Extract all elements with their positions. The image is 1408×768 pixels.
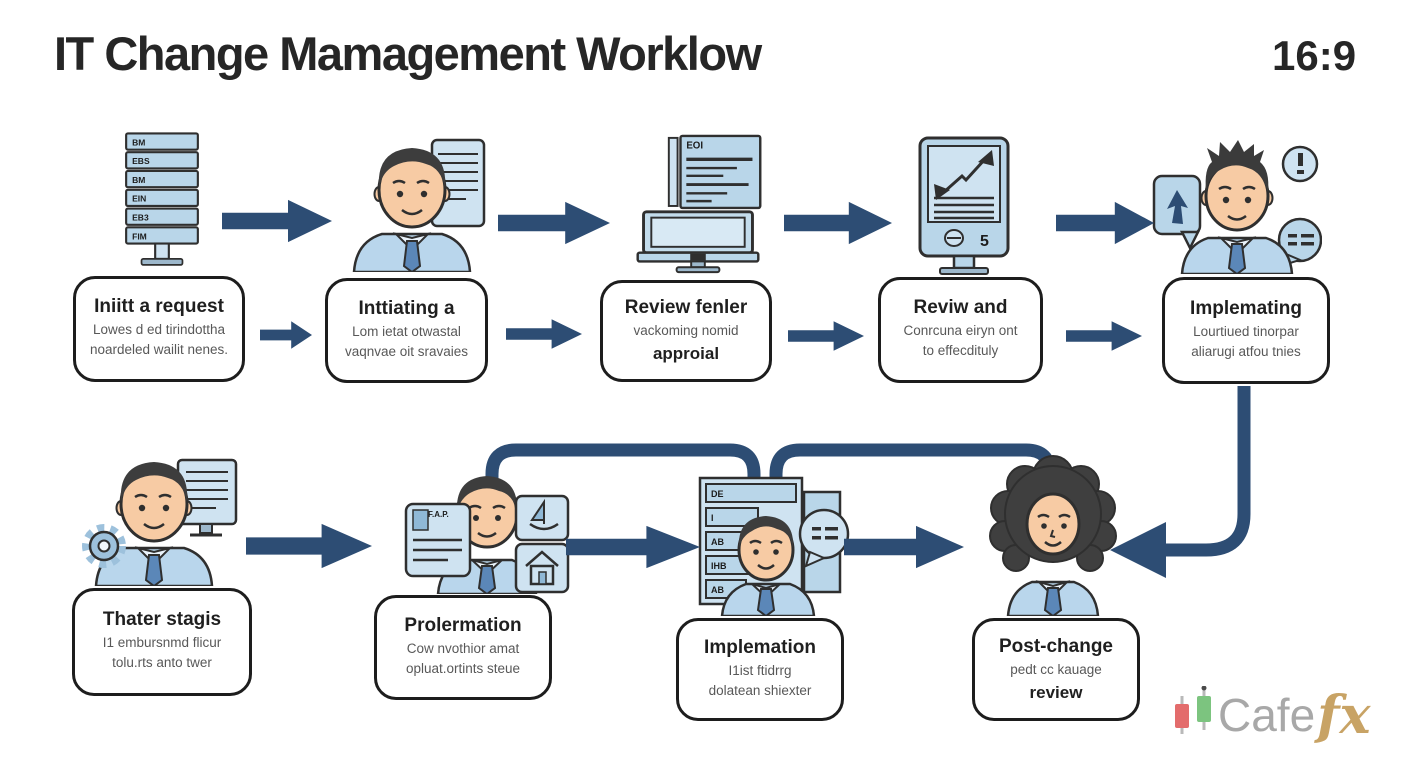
svg-text:BM: BM (132, 137, 145, 147)
server-stack-icon: BM EBS BM EIN EB3 FIM (106, 130, 218, 270)
stage-title: Iniitt a request (94, 296, 224, 318)
svg-text:EOI: EOI (686, 141, 703, 152)
person-with-server-rack-icon: DE I AB IHB AB (698, 472, 850, 618)
stage-emphasis: review (1029, 682, 1083, 702)
stage-subtext: pedt cc kauage (1010, 661, 1102, 677)
stage-card-9: Post-change pedt cc kauage review (972, 618, 1140, 721)
logo-suffix: fx (1317, 684, 1371, 746)
flow-arrow-4-5 (1056, 201, 1154, 245)
flow-arrow-7-8 (566, 525, 700, 569)
stage-subtext: tolu.rts anto twer (112, 655, 212, 671)
stage-card-4: Reviw and Conrcuna eiryn ont to effecdit… (878, 277, 1043, 383)
person-with-gear-icon (78, 450, 248, 588)
flow-arrow-1-2 (222, 199, 332, 243)
person-with-id-cards-icon: F.A.P. (404, 468, 570, 596)
flow-arrow-card-2-3 (506, 319, 582, 349)
flow-arrow-2-3 (498, 201, 610, 245)
svg-text:I: I (711, 513, 714, 523)
stage-subtext: noardeled wailit nenes. (89, 342, 229, 358)
stage-title: Post-change (998, 635, 1114, 657)
stage-subtext: to effecdituly (922, 343, 999, 359)
stage-subtext: I1 embursnmd flicur (102, 635, 222, 651)
stage-card-1: Iniitt a request Lowes d ed tirindottha … (73, 276, 245, 382)
svg-text:5: 5 (980, 233, 989, 250)
svg-text:EIN: EIN (132, 194, 146, 204)
route-stage5-to-stage9 (1164, 386, 1251, 557)
stage-subtext: Lom ietat otwastal (352, 323, 461, 339)
stage-card-7: Prolermation Cow nvothior amat opluat.or… (374, 595, 552, 700)
stage-title: Review fenler (624, 297, 748, 319)
stage-title: Prolermation (404, 614, 522, 636)
stage-card-2: Inttiating a Lom ietat otwastal vaqnvae … (325, 278, 488, 383)
flow-arrow-card-3-4 (788, 321, 864, 351)
svg-text:F.A.P.: F.A.P. (428, 510, 449, 519)
stage-subtext: opluat.ortints steue (405, 660, 521, 676)
stage-card-5: Implemating Lourtiued tinorpar aliarugi … (1162, 277, 1330, 384)
stage-subtext: vaqnvae oit sravaies (344, 343, 469, 359)
stage-subtext: aliarugi atfou tnies (1191, 343, 1301, 359)
person-curly-hair-icon (978, 450, 1128, 618)
flow-arrow-card-4-5 (1066, 321, 1142, 351)
flow-arrow-3-4 (784, 201, 892, 245)
stage-subtext: I1ist ftidrrg (728, 662, 792, 678)
stage-subtext: dolatean shiexter (708, 682, 812, 698)
svg-text:AB: AB (711, 585, 724, 595)
stage-card-3: Review fenler vackoming nomid approial (600, 280, 772, 382)
logo-text: Cafe (1218, 689, 1316, 741)
stage-title: Reviw and (913, 297, 1008, 319)
stage-subtext: Cow nvothior amat (406, 640, 520, 656)
computer-with-code-icon: EOI (628, 134, 768, 276)
stage-subtext: Lowes d ed tirindottha (92, 322, 226, 338)
flow-arrow-card-1-2 (260, 321, 312, 349)
cafefx-logo: Cafe fx (1172, 684, 1371, 746)
flow-arrow-6-7 (246, 523, 372, 569)
stage-title: Implemation (704, 636, 816, 658)
stage-card-8: Implemation I1ist ftidrrg dolatean shiex… (676, 618, 844, 721)
person-with-document-icon (336, 138, 488, 274)
aspect-ratio-badge: 16:9 (1272, 32, 1357, 79)
svg-text:DE: DE (711, 489, 724, 499)
stage-subtext: Conrcuna eiryn ont (903, 323, 1018, 339)
person-with-speech-bubbles-icon (1152, 136, 1323, 276)
stage-subtext: vackoming nomid (633, 323, 739, 339)
stage-subtext: Lourtiued tinorpar (1193, 323, 1299, 339)
stage-title: Thater stagis (102, 609, 222, 631)
tablet-with-trend-chart-icon: 5 (902, 136, 1028, 276)
svg-text:BM: BM (132, 175, 145, 185)
stage-title: Implemating (1190, 297, 1302, 319)
svg-text:IHB: IHB (711, 561, 727, 571)
stage-title: Inttiating a (358, 297, 455, 319)
svg-text:EBS: EBS (132, 156, 150, 166)
page-title: IT Change Mamagement Worklow (54, 27, 762, 80)
svg-text:FIM: FIM (132, 231, 147, 241)
flow-arrow-8-9 (844, 525, 964, 569)
svg-text:AB: AB (711, 537, 724, 547)
stage-emphasis: approial (652, 344, 720, 364)
stage-card-6: Thater stagis I1 embursnmd flicur tolu.r… (72, 588, 252, 696)
svg-text:EB3: EB3 (132, 212, 149, 222)
candlestick-icon (1175, 686, 1211, 734)
